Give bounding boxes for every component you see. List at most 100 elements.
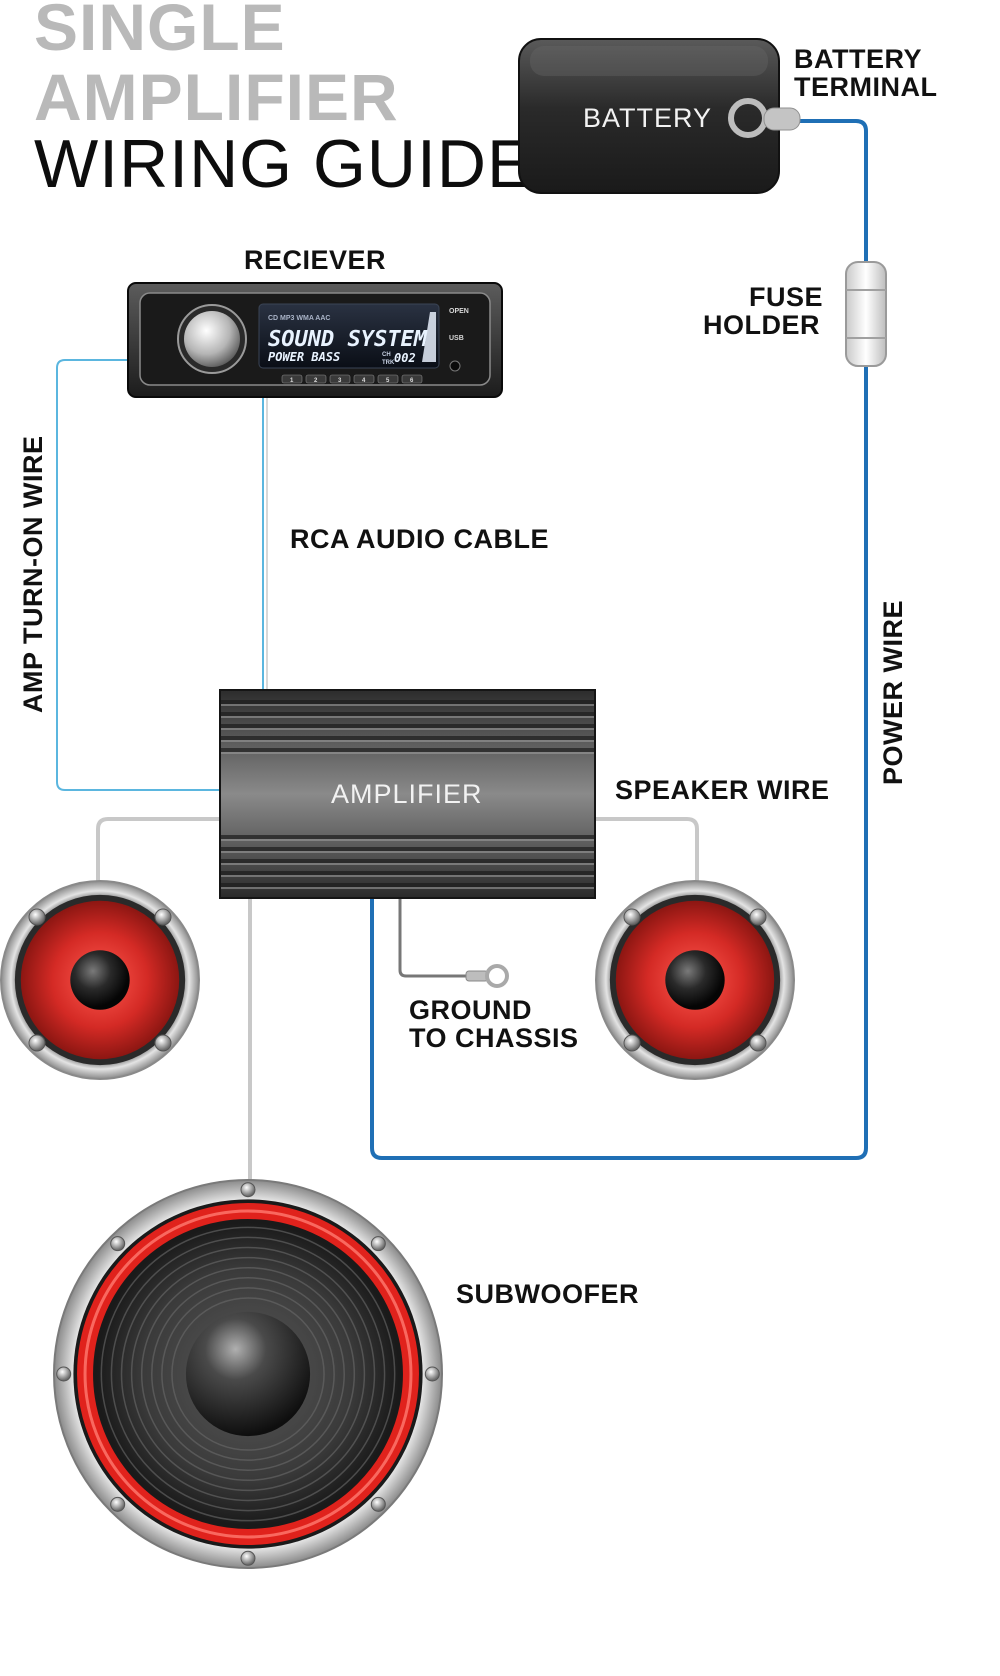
heat-fin-highlight: [221, 875, 594, 877]
power-wire-label: POWER WIRE: [878, 600, 908, 785]
speaker-wire-right: [595, 817, 699, 884]
speaker-bolt: [28, 1034, 46, 1052]
power-wire: [370, 119, 868, 1160]
speaker-bolt: [623, 908, 641, 926]
preset-button-6: [401, 374, 423, 384]
heat-fin: [221, 724, 594, 728]
preset-button-4: [353, 374, 375, 384]
lcd-trk-label: TRK: [382, 360, 395, 366]
subwoofer-bolt: [370, 1236, 386, 1252]
subwoofer-bolt: [110, 1496, 126, 1512]
heat-fin-highlight: [221, 728, 594, 730]
speaker-bolt: [154, 1034, 172, 1052]
receiver-lcd: [258, 303, 440, 369]
speaker-bolt: [749, 1034, 767, 1052]
speaker-right: [595, 880, 795, 1080]
heat-fin: [221, 871, 594, 875]
heat-fin: [221, 736, 594, 740]
title-line-1: SINGLE: [34, 0, 286, 64]
speaker-bolt: [623, 1034, 641, 1052]
lcd-ch-label: CH: [382, 352, 391, 358]
amplifier-heat-fins: [221, 700, 594, 889]
battery-label: BATTERY: [583, 103, 712, 133]
heat-fin-highlight: [221, 740, 594, 742]
lcd-line-1: SOUND SYSTEM: [268, 327, 428, 352]
fuse-label-2: HOLDER: [703, 310, 820, 340]
amp-turn-on-label: AMP TURN-ON WIRE: [18, 436, 48, 714]
heat-fin: [221, 859, 594, 863]
subwoofer-bolt: [424, 1366, 440, 1382]
rca-label: RCA AUDIO CABLE: [290, 524, 549, 554]
lcd-level-meter: [422, 312, 436, 362]
speaker-wire-left: [96, 817, 220, 884]
subwoofer-cone-ring: [120, 1246, 376, 1502]
preset-button-5: [377, 374, 399, 384]
speaker-dust-cap: [665, 950, 725, 1010]
lcd-line-2: POWER BASS: [268, 350, 340, 364]
preset-button-2: [305, 374, 327, 384]
heat-fin-highlight: [221, 863, 594, 865]
heat-fin-highlight: [221, 851, 594, 853]
receiver-label: RECIEVER: [244, 245, 386, 275]
heat-fin-highlight: [221, 839, 594, 841]
preset-button-1: [281, 374, 303, 384]
amp-turn-on-wire: [56, 359, 220, 791]
speaker-wire-label: SPEAKER WIRE: [615, 775, 830, 805]
subwoofer-cone-ring: [130, 1256, 366, 1492]
title-line-3: WIRING GUIDE: [34, 126, 533, 202]
speaker-left: [0, 880, 200, 1080]
subwoofer-bolt: [110, 1236, 126, 1252]
volume-knob: [184, 311, 240, 367]
ground-ring-terminal: [485, 964, 509, 988]
fuse-label-1: FUSE: [749, 282, 823, 312]
ground-wire: [398, 898, 486, 978]
aux-jack: [449, 360, 461, 372]
subwoofer-bolt: [370, 1496, 386, 1512]
receiver: CD MP3 WMA AAC SOUND SYSTEM POWER BASS C…: [127, 282, 503, 398]
subwoofer-cone-ring: [110, 1236, 386, 1512]
heat-fin: [221, 748, 594, 752]
heat-fin: [221, 883, 594, 887]
subwoofer-label: SUBWOOFER: [456, 1279, 639, 1309]
speaker-wire-left-highlight: [101, 822, 220, 884]
subwoofer-surround-glow: [83, 1209, 413, 1539]
subwoofer-cone-ring: [161, 1287, 335, 1461]
title-line-2: AMPLIFIER: [34, 60, 399, 134]
heat-fin-highlight: [221, 716, 594, 718]
speaker-bolt: [28, 908, 46, 926]
battery-terminal-clamp: [763, 107, 801, 131]
amplifier-label: AMPLIFIER: [331, 779, 483, 809]
subwoofer-bolt: [56, 1366, 72, 1382]
speaker-bolt: [154, 908, 172, 926]
subwoofer-bolt: [240, 1182, 256, 1198]
preset-button-3: [329, 374, 351, 384]
heat-fin-highlight: [221, 752, 594, 754]
heat-fin: [221, 847, 594, 851]
heat-fin: [221, 700, 594, 704]
fuse-holder: [845, 261, 887, 367]
battery: BATTERY: [518, 38, 801, 194]
ground-label-1: GROUND: [409, 995, 532, 1025]
amplifier: AMPLIFIER: [219, 689, 596, 899]
preset-button-label: 1: [290, 378, 294, 384]
subwoofer-bolt: [240, 1550, 256, 1566]
heat-fin-highlight: [221, 887, 594, 889]
subwoofer: [53, 1179, 443, 1569]
lcd-track-number: 002: [394, 351, 416, 365]
ground-label-2: TO CHASSIS: [409, 1023, 579, 1053]
subwoofer-cone-ring: [151, 1277, 345, 1471]
subwoofer-cone-ring: [140, 1266, 356, 1482]
subwoofer-cone-ring: [171, 1297, 325, 1451]
subwoofer-dust-cap: [185, 1311, 311, 1437]
battery-terminal-label-2: TERMINAL: [794, 72, 937, 102]
subwoofer-cone-ring: [100, 1226, 396, 1522]
speaker-dust-cap: [70, 950, 130, 1010]
preset-button-label: 4: [362, 378, 366, 384]
usb-label: USB: [449, 335, 464, 342]
preset-button-label: 6: [410, 378, 414, 384]
heat-fin: [221, 712, 594, 716]
speaker-bolt: [749, 908, 767, 926]
open-button-label: OPEN: [449, 308, 469, 315]
preset-button-label: 3: [338, 378, 342, 384]
